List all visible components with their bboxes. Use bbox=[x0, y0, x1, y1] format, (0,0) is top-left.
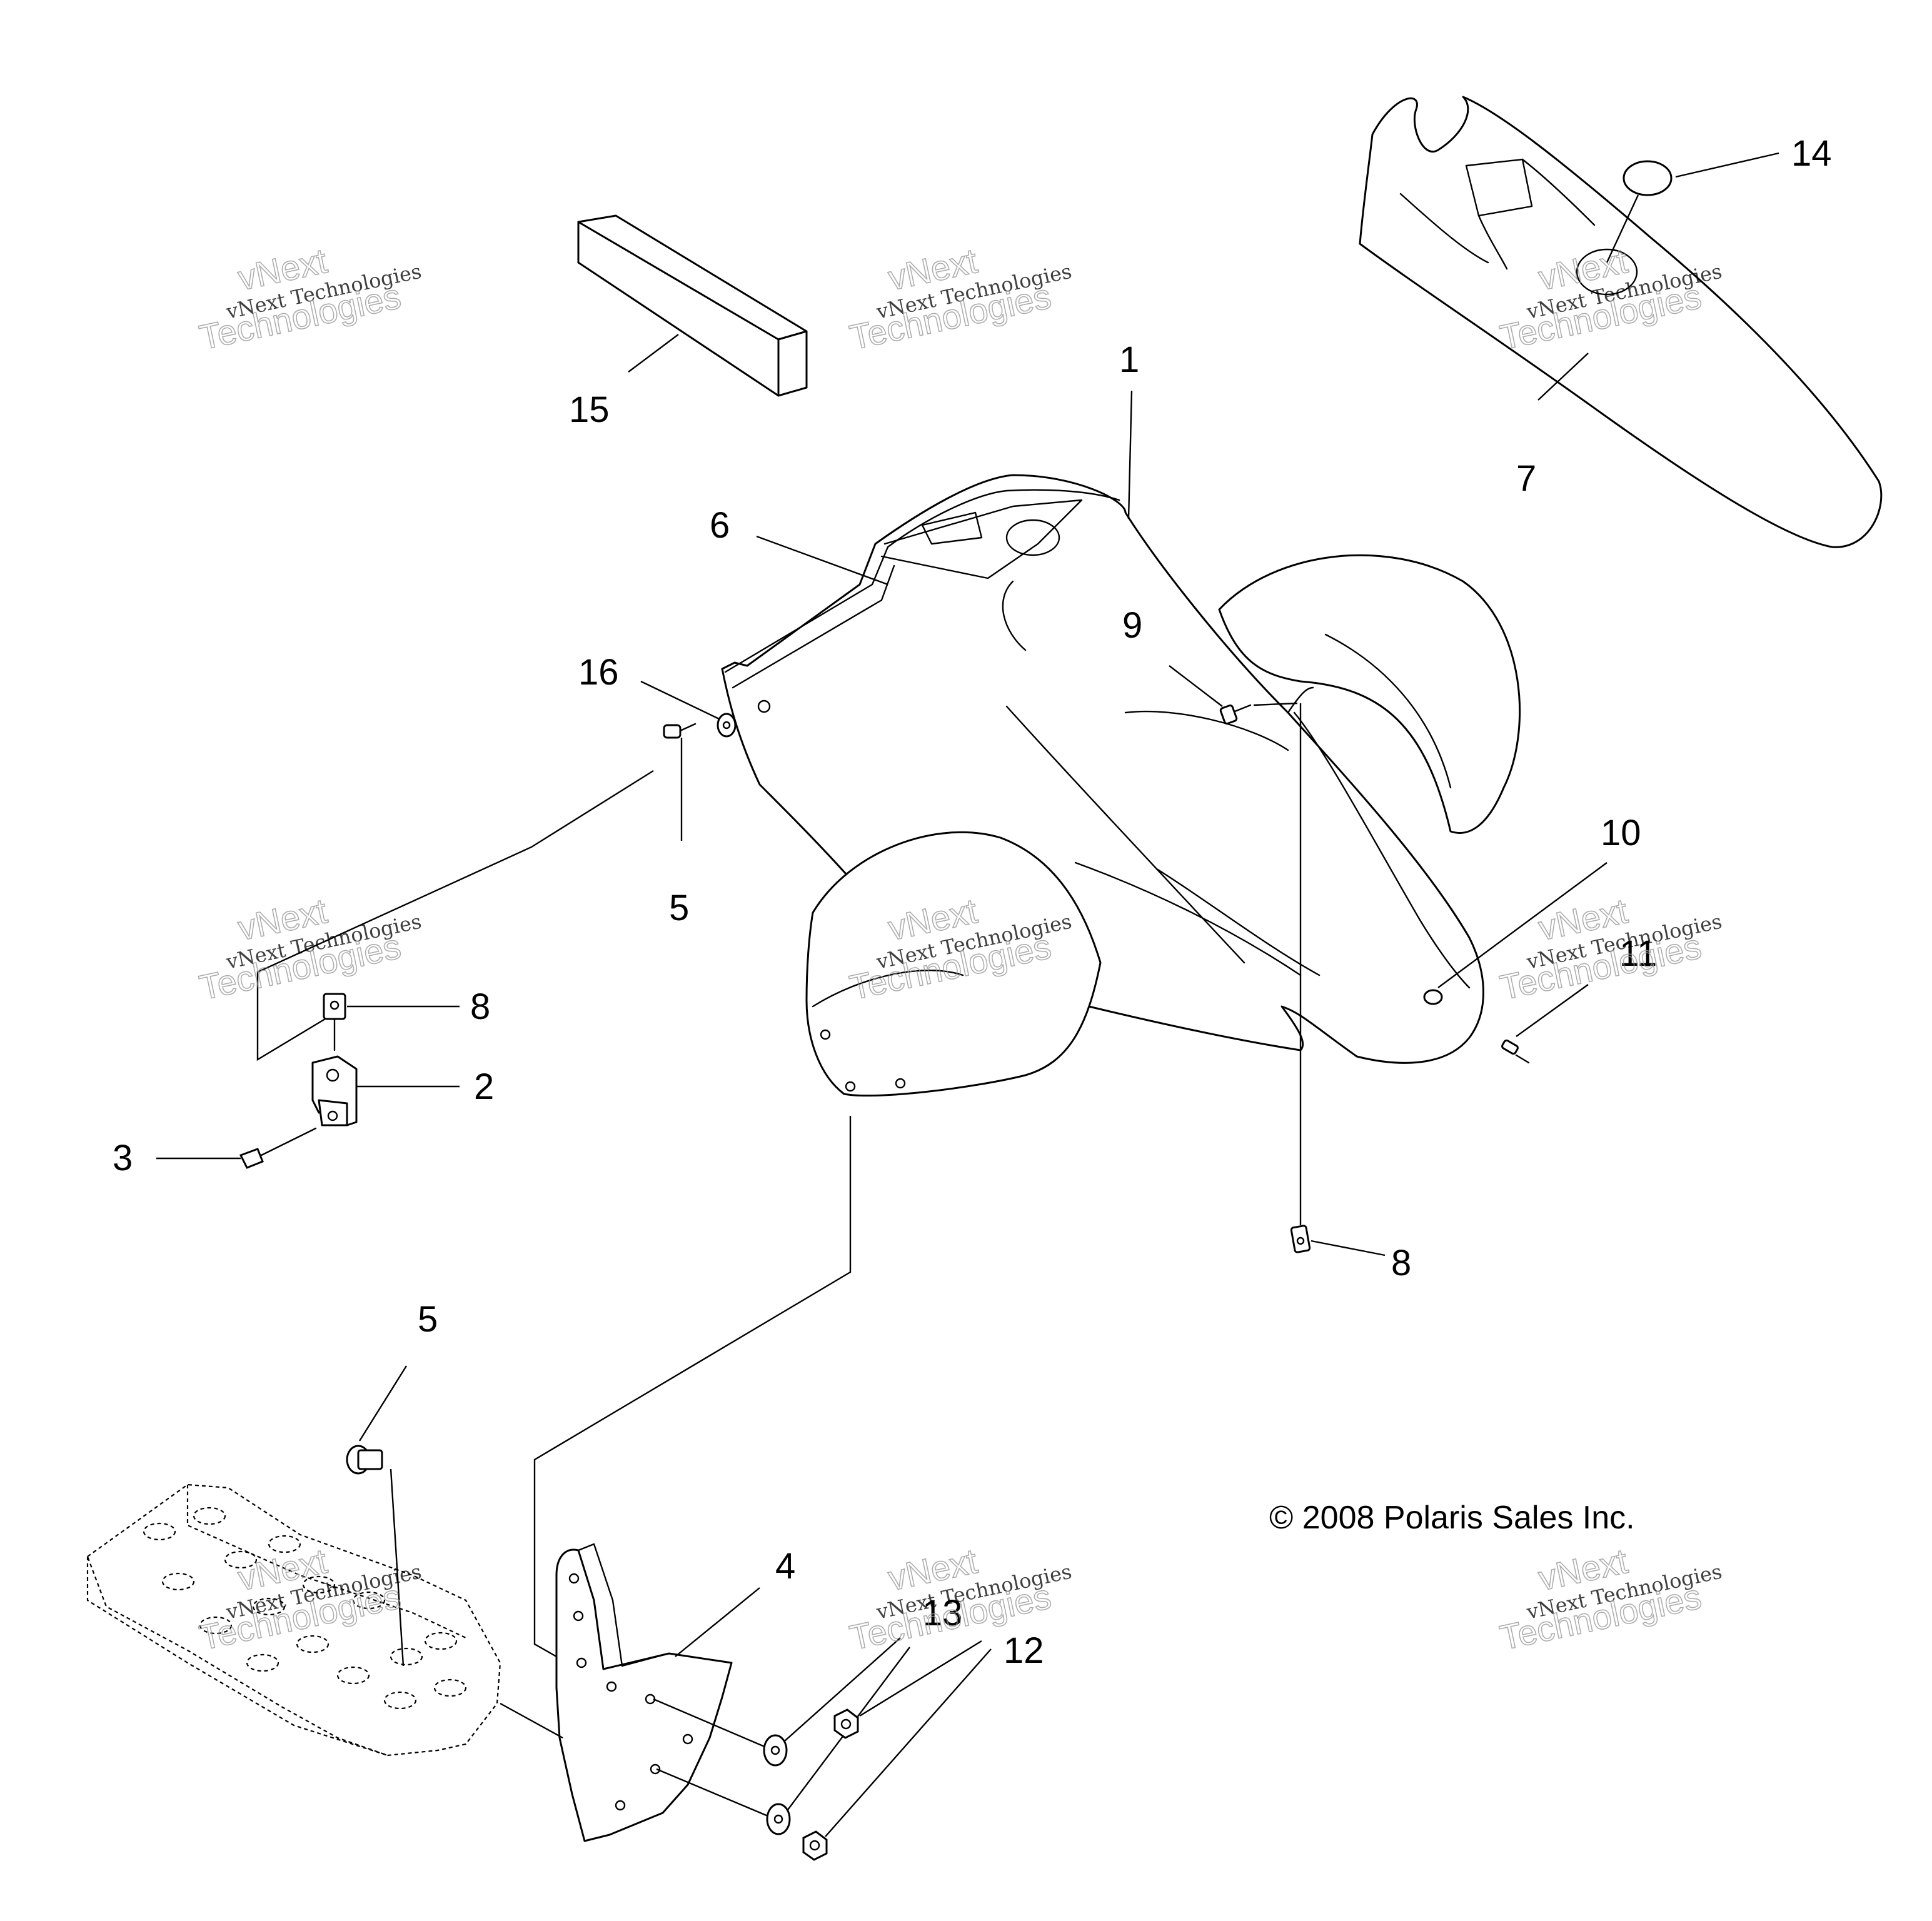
callout-2: 2 bbox=[474, 1066, 494, 1107]
callout-5-upper: 5 bbox=[669, 888, 689, 928]
part-3-rivet bbox=[156, 1127, 317, 1169]
part-9-screw bbox=[1169, 665, 1298, 725]
callout-16: 16 bbox=[578, 652, 619, 693]
watermark-4: vNext vNext Technologies Technologies bbox=[196, 890, 424, 1008]
callout-8-right: 8 bbox=[1391, 1243, 1411, 1283]
callout-11: 11 bbox=[1619, 933, 1657, 974]
callout-7: 7 bbox=[1516, 458, 1536, 499]
leader-6 bbox=[756, 535, 888, 586]
part-11-screw bbox=[1501, 984, 1589, 1064]
callout-5-lower: 5 bbox=[418, 1299, 438, 1340]
part-15-decal-block bbox=[577, 214, 808, 397]
callout-4: 4 bbox=[775, 1546, 795, 1587]
callout-6: 6 bbox=[710, 505, 730, 546]
part-8-clip-right bbox=[1290, 1225, 1386, 1256]
part-16-washer bbox=[640, 680, 737, 738]
callout-1: 1 bbox=[1119, 339, 1139, 380]
part-2-bracket bbox=[311, 1055, 460, 1126]
part-13-washers bbox=[763, 1637, 910, 1835]
watermark-1: vNext vNext Technologies Technologies bbox=[196, 240, 424, 358]
callout-14: 14 bbox=[1791, 133, 1832, 174]
callout-12: 12 bbox=[1004, 1630, 1044, 1671]
callout-15: 15 bbox=[569, 389, 610, 430]
footrest-reference bbox=[86, 1483, 501, 1757]
callout-8-left: 8 bbox=[470, 986, 490, 1027]
part-14-plug bbox=[1606, 152, 1779, 263]
watermark-2: vNext vNext Technologies Technologies bbox=[846, 240, 1074, 358]
callout-3: 3 bbox=[113, 1138, 133, 1178]
watermark-9: vNext vNext Technologies Technologies bbox=[1496, 1540, 1724, 1658]
part-7-rear-fender bbox=[1359, 96, 1883, 548]
part-1-front-fender bbox=[721, 390, 1521, 1097]
copyright-notice: © 2008 Polaris Sales Inc. bbox=[1269, 1500, 1635, 1536]
part-5-bolt-lower bbox=[346, 1365, 408, 1667]
watermark-6: vNext vNext Technologies Technologies bbox=[1496, 890, 1724, 1008]
callout-10: 10 bbox=[1601, 813, 1641, 853]
part-12-nuts bbox=[802, 1640, 992, 1861]
part-10-plug bbox=[1423, 862, 1607, 1005]
part-8-clip-left bbox=[323, 993, 460, 1051]
callout-13: 13 bbox=[922, 1593, 963, 1633]
part-5-bolt-upper bbox=[256, 723, 697, 1061]
part-4-plate bbox=[500, 1116, 852, 1842]
callout-9: 9 bbox=[1122, 605, 1142, 646]
